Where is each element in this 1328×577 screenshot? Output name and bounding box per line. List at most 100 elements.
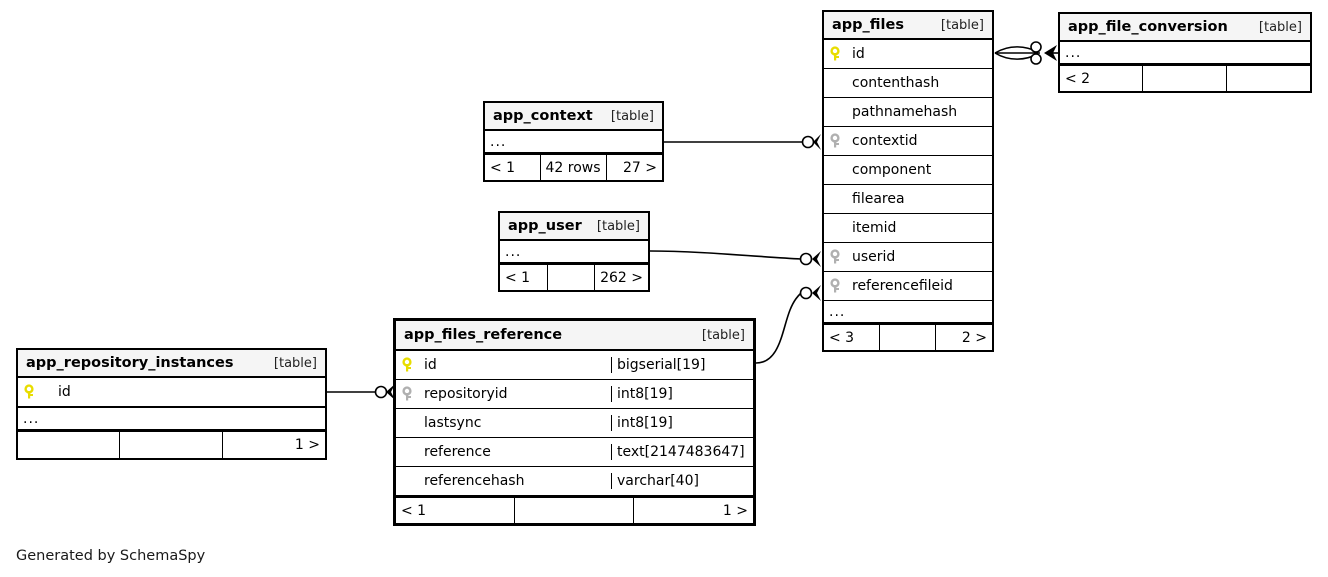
table-tag: [table]: [940, 17, 984, 33]
crowfoot-contextid: [813, 134, 821, 150]
column-name-cell: reference: [396, 444, 612, 460]
column-name-cell: component: [824, 162, 992, 178]
table-footer: 1 >: [18, 431, 325, 458]
footer-rowcount: [515, 498, 634, 523]
table-footer: < 1 262 >: [500, 264, 648, 290]
foreign-key-icon: [830, 278, 848, 294]
column-row-repositoryid[interactable]: repositoryid int8[19]: [396, 380, 753, 409]
column-name-cell: pathnamehash: [824, 104, 992, 120]
cardinality-circle-fileconversion-top: [1030, 41, 1042, 53]
table-app_context[interactable]: app_context [table] ... < 1 42 rows 27 >: [483, 101, 664, 182]
footer-parents[interactable]: [18, 432, 121, 458]
more-columns-indicator: ...: [1060, 42, 1310, 65]
column-name-cell: filearea: [824, 191, 992, 207]
column-name-cell: referencefileid: [824, 278, 992, 294]
primary-key-icon: [402, 357, 420, 373]
footer-parents[interactable]: < 2: [1060, 66, 1144, 91]
table-footer: < 1 42 rows 27 >: [485, 154, 662, 180]
footer-rowcount: 42 rows: [541, 155, 607, 180]
table-header: app_user [table]: [500, 213, 648, 241]
column-name-cell: id: [824, 46, 992, 62]
table-header: app_context [table]: [485, 103, 662, 131]
column-row-component[interactable]: component: [824, 156, 992, 185]
column-type: int8[19]: [617, 386, 673, 402]
table-header: app_files [table]: [824, 12, 992, 40]
table-header: app_repository_instances [table]: [18, 350, 325, 378]
cardinality-circle-contextid: [801, 135, 815, 149]
table-header: app_files_reference [table]: [396, 321, 753, 351]
column-name-cell: itemid: [824, 220, 992, 236]
cardinality-circle-referencefileid: [799, 286, 813, 300]
column-row-contextid[interactable]: contextid: [824, 127, 992, 156]
table-app_files[interactable]: app_files [table] id contenthash pathnam…: [822, 10, 994, 352]
crowfoot-referencefileid: [812, 285, 821, 301]
crowfoot-fileconversion: [1044, 45, 1057, 61]
table-name: app_context: [493, 108, 593, 124]
column-label: referencefileid: [852, 278, 953, 294]
column-label: itemid: [852, 220, 897, 236]
footer-parents[interactable]: < 1: [396, 498, 515, 523]
cardinality-circle-repositoryid: [374, 385, 388, 399]
primary-key-icon: [830, 46, 848, 62]
edge-user-to-files: [649, 250, 802, 260]
table-name: app_files_reference: [404, 327, 563, 343]
footer-children[interactable]: 262 >: [600, 269, 643, 286]
footer-parents[interactable]: < 3: [824, 325, 880, 350]
column-row-id[interactable]: id bigserial[19]: [396, 351, 753, 380]
column-row-filearea[interactable]: filearea: [824, 185, 992, 214]
table-tag: [table]: [273, 355, 317, 371]
footer-parents[interactable]: < 1: [500, 265, 548, 290]
footer-children[interactable]: 2 >: [961, 329, 987, 346]
column-label: contextid: [852, 133, 918, 149]
column-label: repositoryid: [424, 386, 508, 402]
footer-children[interactable]: [1227, 66, 1310, 91]
column-type: bigserial[19]: [617, 357, 706, 373]
footer-children[interactable]: 1 >: [722, 502, 748, 519]
footer-children[interactable]: 27 >: [623, 159, 657, 176]
column-row-userid[interactable]: userid: [824, 243, 992, 272]
foreign-key-icon: [830, 249, 848, 265]
table-footer: < 2: [1060, 65, 1310, 91]
column-type: text[2147483647]: [617, 444, 745, 460]
column-row-id[interactable]: id: [18, 378, 325, 408]
table-header: app_file_conversion [table]: [1060, 14, 1310, 42]
column-name-cell: referencehash: [396, 473, 612, 489]
column-row-referencehash[interactable]: referencehash varchar[40]: [396, 467, 753, 496]
table-tag: [table]: [596, 218, 640, 234]
column-row-contenthash[interactable]: contenthash: [824, 69, 992, 98]
foreign-key-icon: [830, 133, 848, 149]
column-label: filearea: [852, 191, 905, 207]
column-label: reference: [424, 444, 491, 460]
column-label: pathnamehash: [852, 104, 958, 120]
footer-rowcount: [880, 325, 936, 350]
footer-children[interactable]: 1 >: [294, 437, 320, 453]
column-label: component: [852, 162, 932, 178]
column-name-cell: id: [396, 357, 612, 373]
column-row-referencefileid[interactable]: referencefileid: [824, 272, 992, 301]
cardinality-circle-userid: [799, 252, 813, 266]
table-name: app_repository_instances: [26, 355, 234, 371]
table-app_user[interactable]: app_user [table] ... < 1 262 >: [498, 211, 650, 292]
more-columns-indicator: ...: [485, 131, 662, 154]
table-tag: [table]: [1258, 19, 1302, 35]
column-label: userid: [852, 249, 896, 265]
table-app_file_conversion[interactable]: app_file_conversion [table] ... < 2: [1058, 12, 1312, 93]
column-type: int8[19]: [617, 415, 673, 431]
table-app_files_reference[interactable]: app_files_reference [table] id bigserial…: [393, 318, 756, 526]
column-name-cell: repositoryid: [396, 386, 612, 402]
column-label: lastsync: [424, 415, 482, 431]
generated-by-label: Generated by SchemaSpy: [16, 548, 206, 564]
column-row-reference[interactable]: reference text[2147483647]: [396, 438, 753, 467]
footer-rowcount: [120, 432, 223, 458]
column-row-id[interactable]: id: [824, 40, 992, 69]
column-row-pathnamehash[interactable]: pathnamehash: [824, 98, 992, 127]
footer-parents[interactable]: < 1: [485, 155, 541, 180]
table-footer: < 1 1 >: [396, 496, 753, 523]
column-name-cell: id: [18, 384, 325, 400]
table-app_repository_instances[interactable]: app_repository_instances [table] id ... …: [16, 348, 327, 460]
column-row-itemid[interactable]: itemid: [824, 214, 992, 243]
table-name: app_files: [832, 17, 904, 33]
column-row-lastsync[interactable]: lastsync int8[19]: [396, 409, 753, 438]
column-type: varchar[40]: [617, 473, 699, 489]
